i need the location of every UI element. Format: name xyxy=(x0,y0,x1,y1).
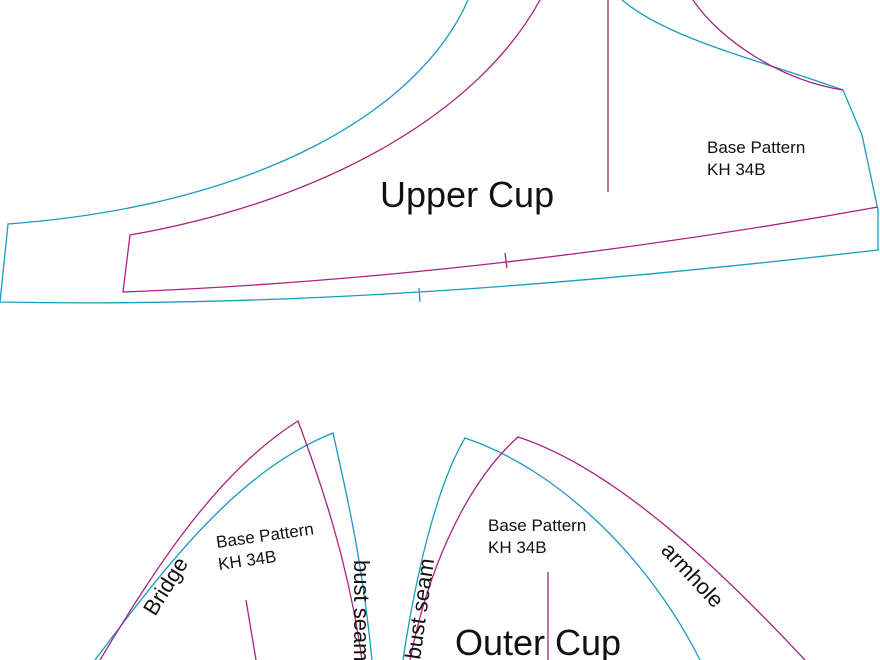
inner-cup-grainline xyxy=(245,599,257,660)
inner-cup-piece: Base Pattern KH 34B Bridge bust seam xyxy=(94,420,374,660)
upper-cup-title: Upper Cup xyxy=(380,174,554,215)
upper-cup-notch-outer xyxy=(418,287,421,303)
upper-cup-stitch-line xyxy=(122,0,879,293)
upper-cup-piece: Upper Cup Base Pattern KH 34B xyxy=(0,0,879,304)
inner-cup-base-line1: Base Pattern xyxy=(215,519,315,551)
upper-cup-stitch-line-armhole xyxy=(692,0,844,91)
inner-cup-seam-allowance xyxy=(94,432,373,660)
inner-cup-base-line2: KH 34B xyxy=(217,547,278,574)
outer-cup-bust-seam-label: bust seam xyxy=(400,557,439,660)
outer-cup-stitch-line xyxy=(409,436,806,660)
upper-cup-notch-inner xyxy=(504,252,508,269)
outer-cup-base-line1: Base Pattern xyxy=(488,516,586,535)
outer-cup-base-line2: KH 34B xyxy=(488,538,547,557)
inner-cup-bust-seam-label: bust seam xyxy=(349,560,374,660)
upper-cup-base-line1: Base Pattern xyxy=(707,138,805,157)
outer-cup-seam-allowance xyxy=(402,437,701,660)
inner-cup-stitch-line xyxy=(99,420,363,660)
outer-cup-piece: Base Pattern KH 34B bust seam armhole Ou… xyxy=(400,436,806,660)
upper-cup-base-line2: KH 34B xyxy=(707,160,766,179)
outer-cup-title: Outer Cup xyxy=(455,622,621,660)
upper-cup-seam-allowance xyxy=(0,0,879,304)
